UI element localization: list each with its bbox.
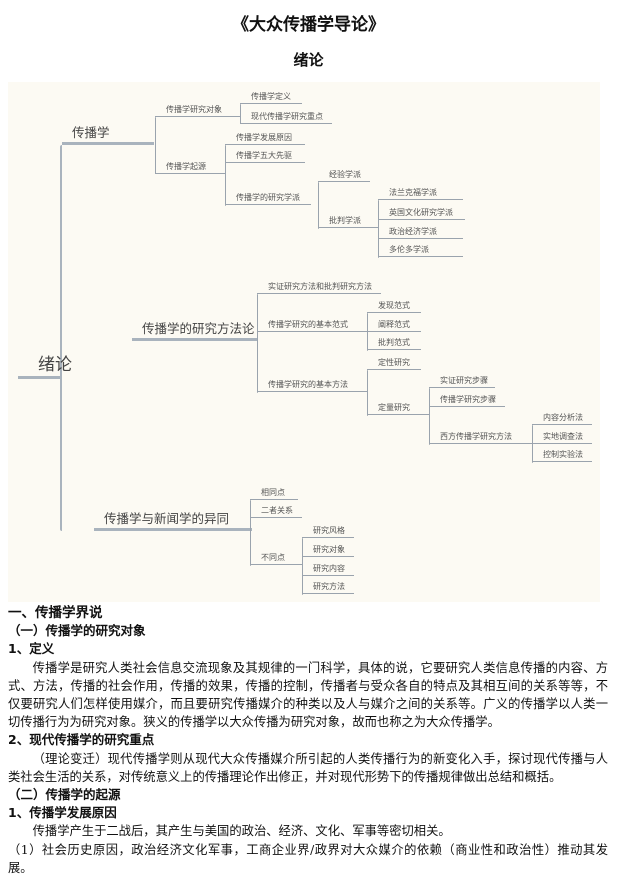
- node-methodology: 传播学的研究方法论: [132, 319, 258, 341]
- connector: [429, 388, 430, 445]
- node-western-methods: 西方传播学研究方法: [429, 430, 532, 444]
- chapter-title: 绪论: [293, 51, 324, 69]
- paragraph: （理论变迁）现代传播学则从现代大众传播媒介所引起的人类传播行为的新变化入手，探讨…: [8, 751, 608, 784]
- node-empirical-school: 经验学派: [318, 168, 370, 182]
- mind-map: 绪论 传播学 传播学研究对象 传播学起源 传播学定义 现代传播学研究重点 传播学…: [8, 82, 600, 602]
- node-object: 研究对象: [302, 543, 354, 557]
- node-field-survey: 实地调查法: [532, 430, 592, 444]
- root-connector: [60, 145, 62, 531]
- node-content-analysis: 内容分析法: [532, 411, 592, 425]
- node-empirical-steps: 实证研究步骤: [429, 374, 495, 388]
- connector: [257, 294, 258, 393]
- node-comparison-journalism: 传播学与新闻学的异同: [94, 509, 252, 531]
- mindmap-root: 绪论: [18, 353, 72, 379]
- subsection-heading: （一）传播学的研究对象: [8, 623, 146, 639]
- section-heading: 一、传播学界说: [8, 605, 103, 621]
- node-controlled-experiment: 控制实验法: [532, 448, 592, 462]
- node-development-reason: 传播学发展原因: [225, 131, 305, 145]
- paragraph: （1）社会历史原因，政治经济文化军事，工商企业界/政界对大众媒介的依赖（商业性和…: [8, 842, 608, 875]
- node-interpretive-paradigm: 阐释范式: [367, 318, 421, 332]
- document-title: 《大众传播学导论》: [232, 15, 385, 35]
- node-qualitative: 定性研究: [367, 356, 421, 370]
- node-schools: 传播学的研究学派: [225, 191, 311, 205]
- node-research-steps: 传播学研究步骤: [429, 393, 505, 407]
- node-relationship: 二者关系: [250, 504, 302, 518]
- node-critical-school: 批判学派: [318, 214, 378, 228]
- node-british-cultural: 英国文化研究学派: [378, 206, 465, 220]
- connector: [225, 145, 226, 206]
- node-discovery-paradigm: 发现范式: [367, 299, 421, 313]
- node-method: 研究方法: [302, 580, 354, 594]
- node-origin: 传播学起源: [155, 160, 225, 174]
- node-research-focus: 现代传播学研究重点: [240, 110, 332, 124]
- connector: [367, 370, 368, 416]
- node-political-economy: 政治经济学派: [378, 225, 463, 239]
- node-similarities: 相同点: [250, 486, 298, 500]
- node-style: 研究风格: [302, 524, 354, 538]
- node-empirical-critical: 实证研究方法和批判研究方法: [257, 280, 381, 294]
- node-five-pioneers: 传播学五大先驱: [225, 149, 305, 163]
- connector: [318, 182, 319, 229]
- subsection-heading: （二）传播学的起源: [8, 787, 121, 803]
- node-differences: 不同点: [250, 551, 302, 565]
- connector: [250, 500, 251, 566]
- connector: [532, 425, 533, 463]
- node-basic-methods: 传播学研究的基本方法: [257, 378, 367, 392]
- connector: [240, 104, 241, 124]
- node-research-object: 传播学研究对象: [155, 103, 240, 117]
- node-frankfurt: 法兰克福学派: [378, 186, 463, 200]
- item-heading: 1、传播学发展原因: [8, 805, 117, 821]
- connector: [367, 313, 368, 351]
- node-communication-studies: 传播学: [62, 123, 154, 145]
- node-toronto: 多伦多学派: [378, 243, 463, 257]
- paragraph: 传播学产生于二战后，其产生与美国的政治、经济、文化、军事等密切相关。: [32, 824, 451, 839]
- node-basic-paradigms: 传播学研究的基本范式: [257, 318, 367, 332]
- connector: [155, 117, 156, 174]
- paragraph: 传播学是研究人类社会信息交流现象及其规律的一门科学，具体的说，它要研究人类信息传…: [8, 660, 608, 730]
- connector: [378, 200, 379, 258]
- node-quantitative: 定量研究: [367, 401, 429, 415]
- item-heading: 2、现代传播学的研究重点: [8, 732, 155, 748]
- connector: [302, 538, 303, 595]
- item-heading: 1、定义: [8, 641, 55, 657]
- node-definition: 传播学定义: [240, 90, 302, 104]
- node-content: 研究内容: [302, 562, 354, 576]
- node-critical-paradigm: 批判范式: [367, 336, 421, 350]
- document-body: 一、传播学界说 （一）传播学的研究对象 1、定义 传播学是研究人类社会信息交流现…: [8, 604, 608, 877]
